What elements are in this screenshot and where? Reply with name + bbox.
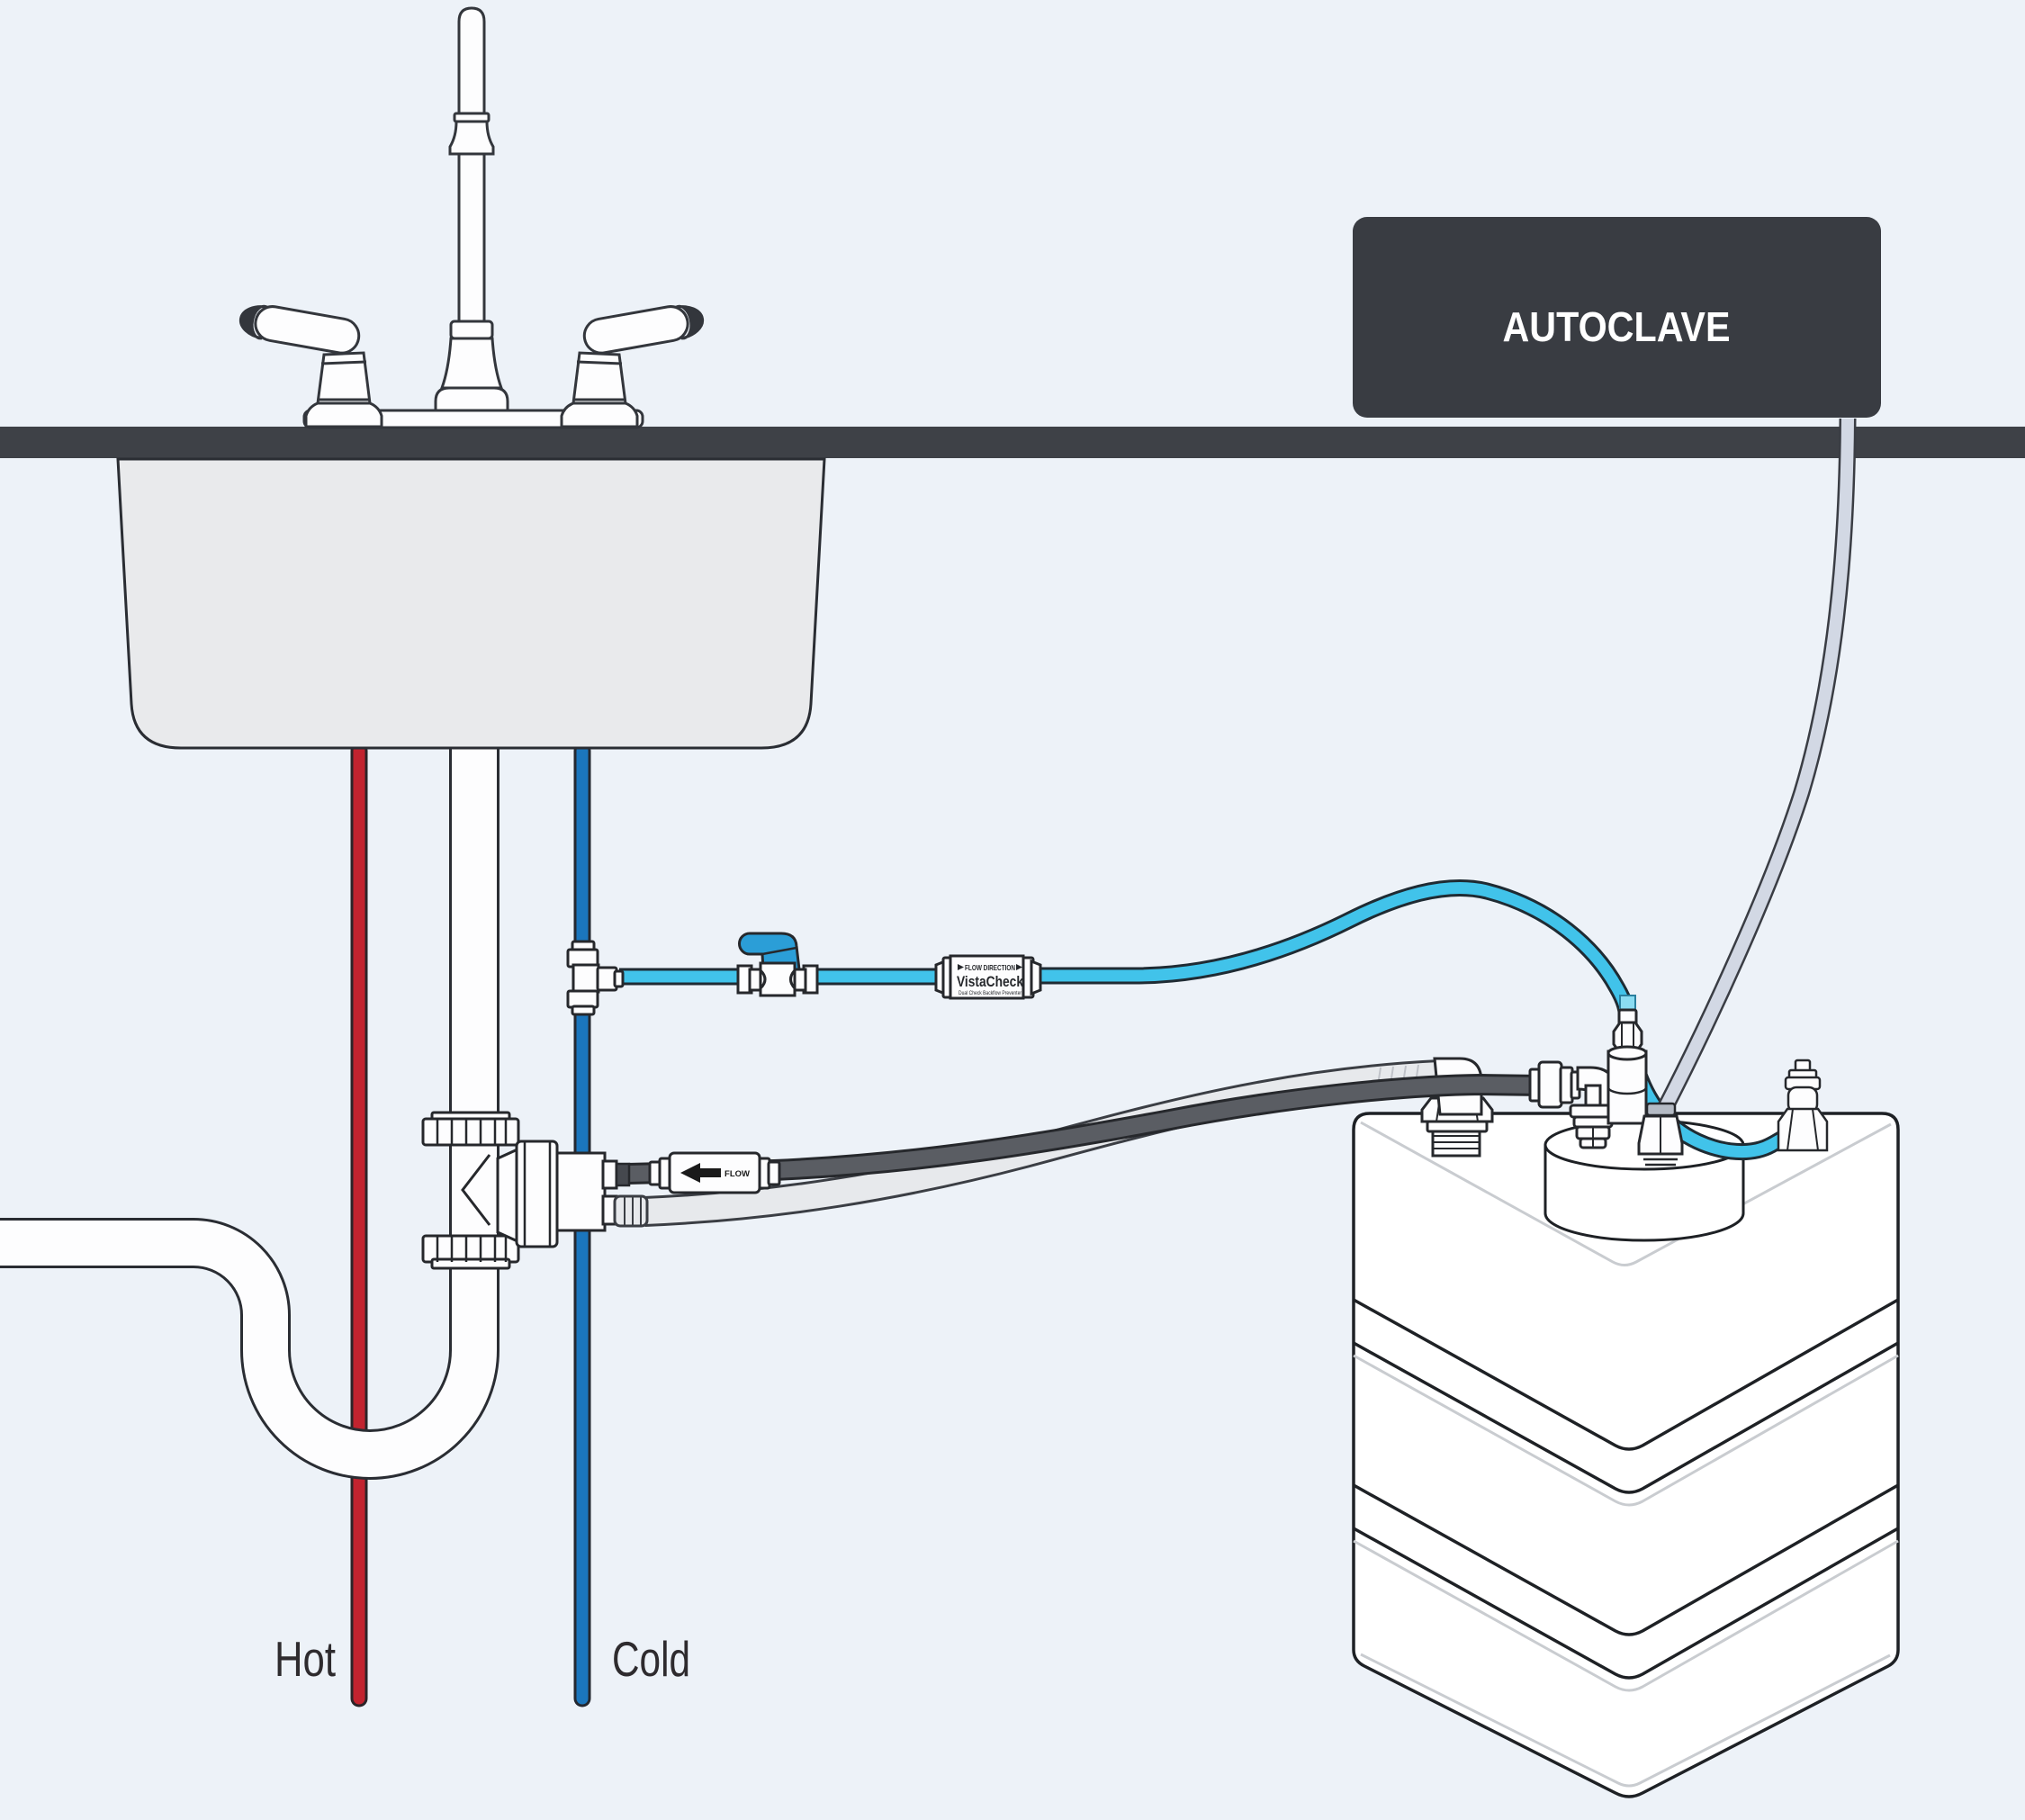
- svg-text:AUTOCLAVE: AUTOCLAVE: [1503, 303, 1731, 350]
- svg-text:FLOW DIRECTION: FLOW DIRECTION: [965, 963, 1015, 972]
- svg-text:VistaCheck: VistaCheck: [957, 974, 1024, 990]
- svg-text:Dual Check Backflow Preventer: Dual Check Backflow Preventer: [958, 991, 1022, 996]
- svg-text:Hot: Hot: [274, 1631, 336, 1687]
- svg-text:Cold: Cold: [612, 1631, 690, 1687]
- svg-text:FLOW: FLOW: [724, 1169, 750, 1179]
